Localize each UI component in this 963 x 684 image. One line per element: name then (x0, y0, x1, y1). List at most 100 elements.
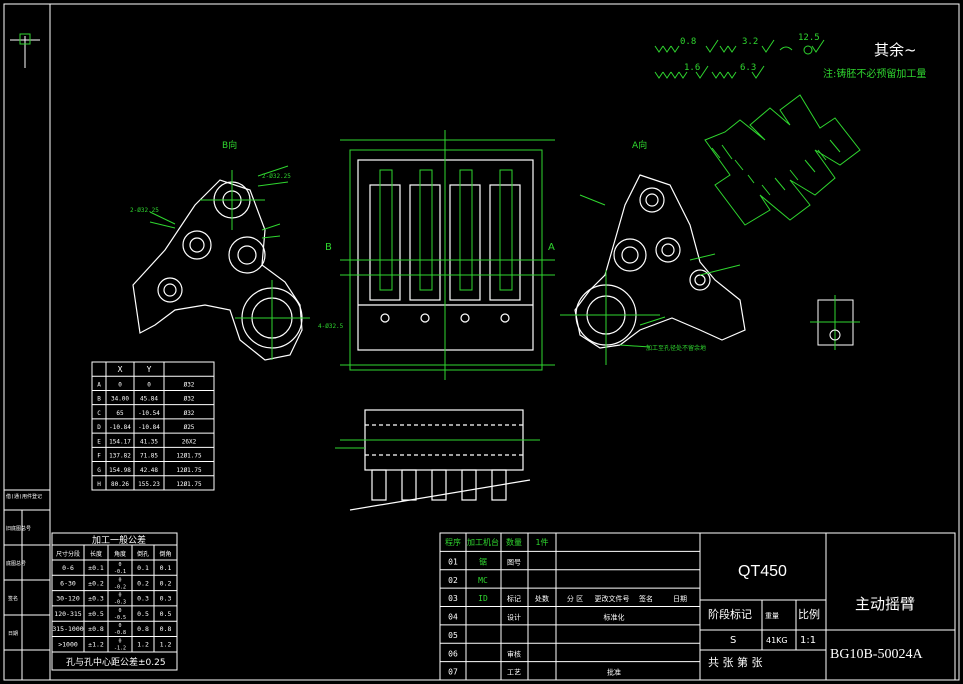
tol-cell: ±0.2 (88, 579, 104, 587)
coord-cell: 26X2 (182, 438, 197, 445)
tol-header: 角度 (114, 550, 126, 558)
proc-step: 04 (448, 613, 458, 622)
weight-value: 41KG (766, 636, 788, 645)
proc-machine: MC (478, 576, 488, 585)
view-a: A向 加工至孔径处不留余地 (560, 139, 746, 365)
tol-cell: -0.8 (114, 630, 126, 636)
tol-cell: >1000 (58, 641, 78, 649)
coord-cell: C (97, 410, 101, 417)
tol-cell: 0 (118, 562, 121, 568)
proc-step: 02 (448, 576, 458, 585)
tol-cell: 0.2 (137, 579, 149, 587)
proc-header: 加工机台 (467, 537, 499, 547)
tol-cell: 0-6 (62, 564, 74, 572)
coord-cell: H (97, 481, 101, 488)
proc-field: 图号 (507, 558, 521, 566)
sign-label: 更改文件号 (595, 594, 630, 603)
bottom-view (335, 409, 540, 511)
tol-cell: 0.1 (160, 564, 172, 572)
coord-cell: Y (147, 365, 152, 374)
sign-label: 标记 (507, 594, 521, 603)
coord-cell: 137.82 (109, 453, 131, 460)
scale-label: 比例 (798, 607, 820, 621)
coord-cell: B (97, 396, 101, 403)
sign-label: 分 区 (567, 594, 583, 603)
drawing-number: BG10B-50024A (830, 647, 923, 662)
coord-cell: 0 (147, 381, 151, 388)
coord-cell: 12Ø1.75 (176, 481, 202, 488)
proc-machine: ID (478, 594, 488, 603)
roughness-notes: 0.8 3.2 12.5 1.6 6.3 其余~ 注:铸胚不必预留加工量 (654, 33, 926, 80)
coord-cell: 71.85 (140, 453, 158, 460)
tol-cell: 6-30 (60, 579, 76, 587)
coord-cell: 154.98 (109, 467, 131, 474)
tol-cell: 0 (118, 593, 121, 599)
coord-cell: -10.84 (138, 424, 160, 431)
weight-label: 重量 (765, 612, 779, 620)
proc-step: 07 (448, 668, 458, 677)
view-b-label: B向 (222, 139, 237, 151)
coord-cell: A (97, 381, 101, 388)
coord-cell: 41.35 (140, 438, 158, 445)
remark-note: 加工至孔径处不留余地 (646, 344, 706, 352)
part-name: 主动摇臂 (855, 595, 915, 613)
detail-teeth (704, 94, 861, 226)
coord-cell: X (118, 365, 123, 374)
coord-cell: Ø25 (184, 424, 195, 431)
proc-step: 01 (448, 557, 458, 566)
approve-label: 批准 (607, 668, 621, 677)
coord-cell: -10.84 (109, 424, 131, 431)
tol-cell: 0.5 (160, 610, 172, 618)
coord-cell: 45.84 (140, 396, 158, 403)
coord-cell: 155.23 (138, 481, 160, 488)
roughness-value: 12.5 (798, 33, 820, 43)
tol-cell: 0 (118, 577, 121, 583)
tol-cell: 0 (118, 608, 121, 614)
role-label: 设计 (507, 613, 521, 622)
tol-cell: 0.8 (137, 625, 149, 633)
coord-cell: 0 (118, 381, 122, 388)
tol-cell: ±0.8 (88, 625, 104, 633)
proc-step: 05 (448, 631, 458, 640)
lbl-b: B (325, 242, 332, 253)
stage-value: S (730, 635, 736, 646)
tol-cell: -0.3 (114, 600, 126, 606)
coord-cell: E (97, 438, 101, 445)
stage-mark-label: 阶段标记 (708, 607, 752, 621)
tol-cell: ±0.5 (88, 610, 104, 618)
tol-header: 倒孔 (137, 550, 149, 558)
rest-note: 其余~ (874, 41, 917, 59)
coord-cell: 12Ø1.75 (176, 467, 202, 474)
coord-cell: Ø32 (184, 381, 195, 388)
tol-cell: -0.1 (114, 569, 126, 575)
coord-cell: Ø32 (184, 410, 195, 417)
tol-cell: 0.2 (160, 579, 172, 587)
hole-note: 2-Ø32.25 (130, 207, 159, 214)
strip-label: 签名 (8, 595, 18, 602)
sign-label: 签名 (639, 594, 653, 603)
strip-label: 底图总号 (6, 560, 26, 567)
tolerance-title: 加工一般公差 (92, 534, 146, 546)
strip-label: 日期 (8, 631, 18, 637)
roughness-value: 6.3 (740, 63, 756, 73)
tol-cell: 1.2 (137, 641, 149, 649)
tol-header: 长度 (90, 550, 102, 558)
hole-note: 4-Ø32.5 (318, 323, 344, 330)
view-a-label: A向 (632, 139, 647, 151)
tol-cell: 0 (118, 639, 121, 645)
front-view: B A 4-Ø32.5 (318, 130, 555, 380)
tol-cell: 0.3 (137, 595, 149, 603)
strip-label: 借(通)用件登记 (6, 493, 42, 500)
role-label: 审核 (507, 649, 521, 658)
proc-machine: 锯 (479, 556, 487, 566)
proc-step: 06 (448, 649, 458, 658)
coord-cell: 65 (116, 410, 124, 417)
tol-cell: 0.3 (160, 595, 172, 603)
tol-cell: -0.2 (114, 584, 126, 590)
tol-cell: -1.2 (114, 646, 126, 652)
coord-cell: 34.00 (111, 396, 129, 403)
roughness-value: 0.8 (680, 37, 696, 47)
tol-cell: 0 (118, 623, 121, 629)
